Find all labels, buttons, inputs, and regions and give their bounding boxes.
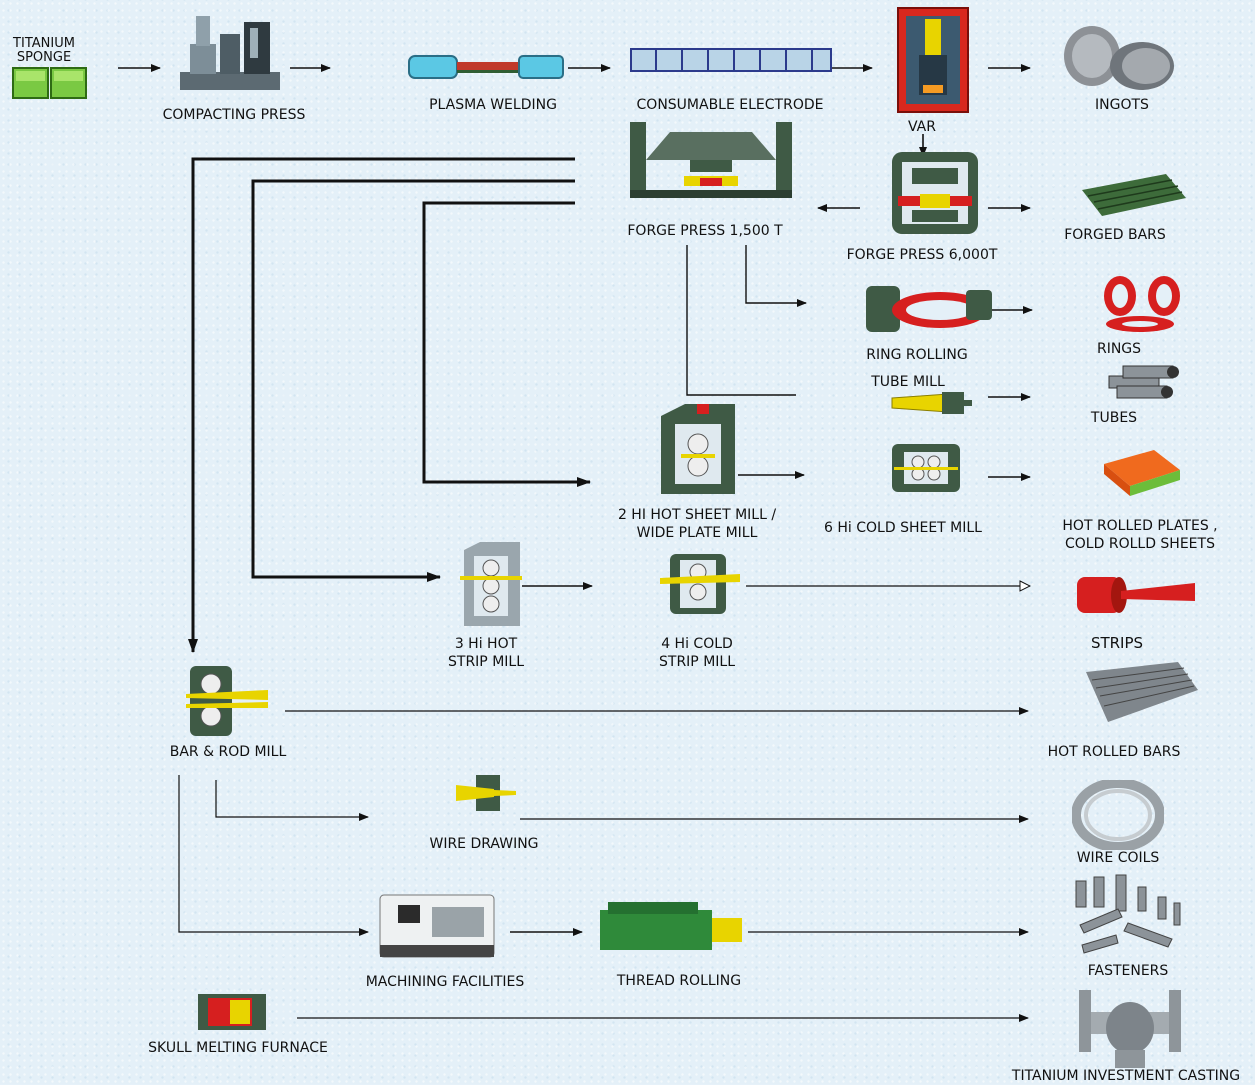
- forged-bars-icon: [1082, 174, 1186, 216]
- label-consumable-electrode: CONSUMABLE ELECTRODE: [636, 97, 824, 113]
- label-line-2: STRIP MILL: [448, 654, 524, 670]
- large-forge-press-icon: [892, 152, 978, 234]
- label-forged-bars: FORGED BARS: [1064, 227, 1166, 243]
- ring-rolling-machine-icon: [866, 286, 992, 332]
- label-tube-mill: TUBE MILL: [871, 374, 945, 390]
- strip-coil-icon: [1077, 577, 1195, 613]
- rolling-mill-stand-icon: [661, 404, 735, 494]
- label-cold-sheet-mill: 6 Hi COLD SHEET MILL: [824, 520, 982, 536]
- label-wire-drawing: WIRE DRAWING: [429, 836, 539, 852]
- valve-casting-icon: [1079, 990, 1181, 1068]
- rings-icon: [1104, 276, 1180, 332]
- line-forge-to-tube-mill: [686, 245, 796, 396]
- line-bar-mill-to-machining: [178, 775, 369, 936]
- label-skull-melting: SKULL MELTING FURNACE: [148, 1040, 328, 1056]
- line-forge-to-ring-rolling: [745, 245, 807, 307]
- plate-stack-icon: [1104, 450, 1180, 496]
- label-plates-sheets: HOT ROLLED PLATES , COLD ROLLD SHEETS: [1062, 517, 1217, 553]
- wire-drawing-die-icon: [456, 775, 516, 811]
- label-line-1: 3 Hi HOT: [454, 636, 518, 652]
- bar-bundle-icon: [1086, 662, 1198, 722]
- label-tubes: TUBES: [1090, 410, 1138, 426]
- label-line-2: STRIP MILL: [659, 654, 735, 670]
- label-forge-press-1500: FORGE PRESS 1,500 T: [627, 223, 783, 239]
- label-ring-rolling: RING ROLLING: [866, 347, 968, 363]
- label-var: VAR: [908, 119, 936, 135]
- label-forge-press-6000: FORGE PRESS 6,000T: [846, 247, 998, 263]
- wire-coil-icon: [1072, 780, 1164, 850]
- line-bar-mill-to-wire-drawing: [215, 780, 369, 821]
- compacting-press-machine-icon: [180, 16, 280, 90]
- label-machining: MACHINING FACILITIES: [365, 974, 525, 990]
- fasteners-icon: [1075, 874, 1181, 954]
- label-line-1: TITANIUM: [13, 36, 75, 51]
- label-ingots: INGOTS: [1095, 97, 1149, 113]
- thread-rolling-machine-icon: [600, 902, 742, 950]
- label-line-2: COLD ROLLD SHEETS: [1065, 536, 1215, 552]
- label-fasteners: FASTENERS: [1087, 963, 1169, 979]
- label-line-1: HOT ROLLED PLATES ,: [1062, 518, 1218, 534]
- feed-line-hot-sheet-mill: [422, 201, 591, 487]
- label-hot-rolled-bars: HOT ROLLED BARS: [1047, 744, 1181, 760]
- label-bar-rod-mill: BAR & ROD MILL: [169, 744, 287, 760]
- label-line-1: 4 Hi COLD: [661, 636, 733, 652]
- metal-ingots-icon: [1064, 26, 1174, 90]
- label-titanium-sponge: TITANIUM SPONGE: [13, 37, 75, 65]
- bar-rod-mill-icon: [186, 666, 268, 736]
- tube-mill-icon: [891, 392, 972, 414]
- label-rings: RINGS: [1096, 341, 1142, 357]
- cold-strip-mill-icon: [660, 554, 740, 614]
- feed-line-bar-rod-mill: [188, 157, 575, 653]
- label-investment-casting: TITANIUM INVESTMENT CASTING: [1011, 1068, 1241, 1084]
- plasma-welding-machine-icon: [408, 55, 564, 79]
- electrode-bar-icon: [630, 48, 832, 72]
- label-hot-strip-mill: 3 Hi HOT STRIP MILL: [448, 635, 524, 671]
- feed-line-hot-strip-mill: [251, 179, 575, 582]
- label-line-2: SPONGE: [16, 50, 72, 65]
- label-hot-sheet-mill: 2 HI HOT SHEET MILL / WIDE PLATE MILL: [618, 506, 776, 542]
- green-sponge-blocks-icon: [12, 67, 87, 99]
- cold-mill-icon: [892, 444, 960, 492]
- label-plasma-welding: PLASMA WELDING: [429, 97, 557, 113]
- label-strips: STRIPS: [1090, 634, 1144, 652]
- cnc-machine-icon: [379, 894, 495, 958]
- label-cold-strip-mill: 4 Hi COLD STRIP MILL: [659, 635, 735, 671]
- label-wire-coils: WIRE COILS: [1076, 850, 1160, 866]
- label-compacting-press: COMPACTING PRESS: [162, 107, 306, 123]
- forge-press-icon: [630, 122, 792, 198]
- label-line-1: 2 HI HOT SHEET MILL /: [617, 507, 777, 523]
- label-line-2: WIDE PLATE MILL: [636, 525, 758, 541]
- vacuum-arc-furnace-icon: [897, 7, 969, 113]
- tubes-icon: [1108, 365, 1179, 399]
- strip-mill-icon: [460, 542, 522, 626]
- label-thread-rolling: THREAD ROLLING: [616, 973, 742, 989]
- furnace-icon: [198, 994, 266, 1030]
